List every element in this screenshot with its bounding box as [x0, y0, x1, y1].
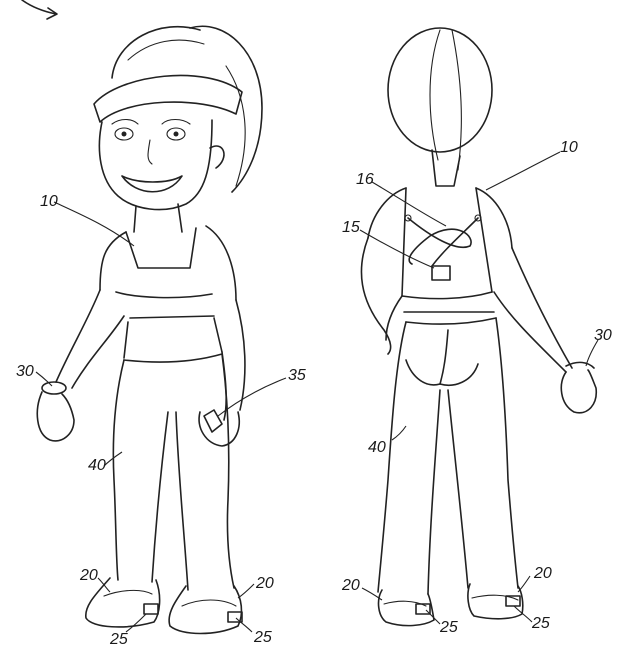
headband-icon [93, 74, 243, 123]
label-wrist-device-front: 30 [16, 363, 34, 380]
label-garment-back: 10 [560, 139, 578, 156]
label-shoe-right-front: 20 [255, 575, 274, 592]
leader-lines [35, 151, 599, 633]
shoe-sensor-icon [227, 611, 243, 623]
label-garment-front: 10 [40, 193, 58, 210]
label-wrist-device-back: 30 [594, 327, 612, 344]
reference-arrow [21, 0, 58, 20]
label-shoe-right-back: 20 [533, 565, 552, 582]
back-view-figure [360, 27, 598, 627]
label-back-module-back: 15 [342, 219, 360, 236]
label-strap-cross-back: 16 [356, 171, 374, 188]
shoe-sensor-icon [505, 595, 521, 607]
label-sensor-right-back: 25 [531, 615, 550, 632]
shoe-sensor-icon [415, 603, 431, 615]
wrist-device-icon [565, 361, 595, 369]
label-shoe-sensor-right-front: 25 [253, 629, 272, 646]
shoe-sensor-icon [143, 603, 159, 615]
smile-icon [121, 175, 183, 193]
hand-device-icon [203, 409, 223, 433]
wrist-device-icon [41, 381, 67, 395]
label-shoe-left-front: 20 [79, 567, 98, 584]
label-sensor-left-back: 25 [439, 619, 458, 636]
front-view-figure [36, 25, 263, 635]
label-pants-back: 40 [368, 439, 386, 456]
label-shoe-left-back: 20 [341, 577, 360, 594]
label-hand-device-front: 35 [288, 367, 306, 384]
label-shoe-sensor-left-front: 25 [109, 631, 128, 648]
back-module-icon [431, 265, 451, 281]
label-pants-front: 40 [88, 457, 106, 474]
